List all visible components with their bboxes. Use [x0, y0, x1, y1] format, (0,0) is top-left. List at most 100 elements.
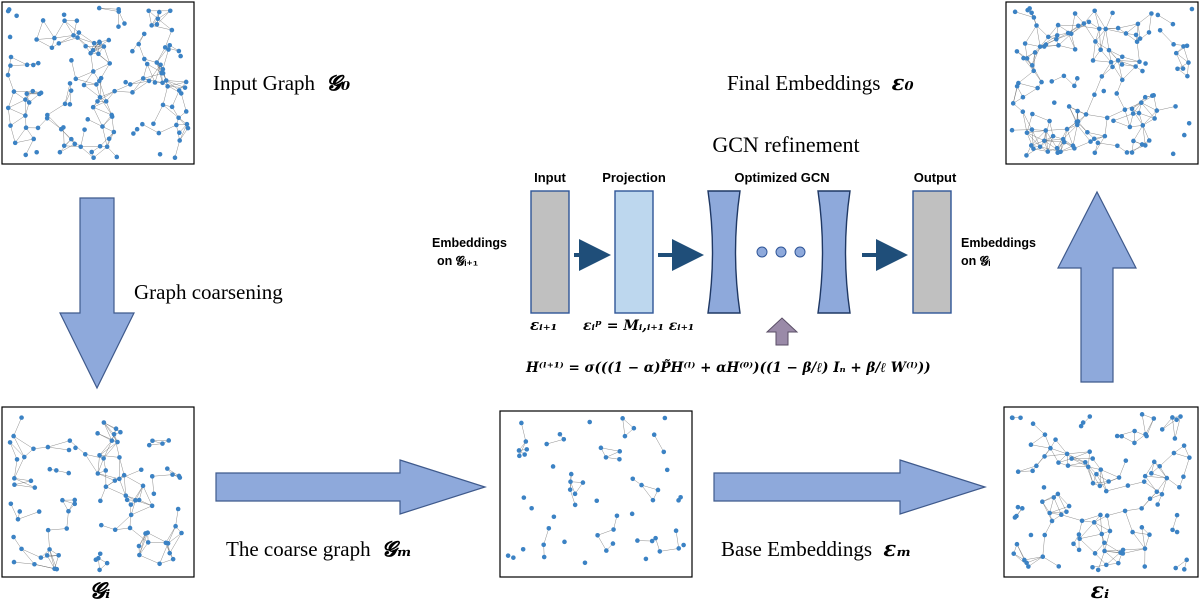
- graph-node: [82, 127, 87, 132]
- graph-node: [1106, 47, 1112, 53]
- graph-node: [1170, 415, 1175, 420]
- graph-node: [1173, 565, 1179, 571]
- graph-node: [1042, 532, 1048, 538]
- graph-node: [116, 6, 121, 12]
- graph-node: [133, 498, 138, 503]
- graph-node: [1189, 6, 1195, 12]
- graph-node: [1028, 442, 1034, 448]
- graph-node: [121, 472, 127, 478]
- graph-node: [1123, 31, 1129, 36]
- graph-node: [1055, 491, 1061, 497]
- graph-node: [136, 41, 142, 47]
- graph-node: [1090, 564, 1095, 570]
- graph-node: [1009, 127, 1015, 133]
- graph-node: [66, 508, 71, 514]
- graph-node: [56, 41, 62, 46]
- graph-node: [45, 112, 50, 118]
- graph-node: [91, 155, 96, 161]
- graph-node: [1140, 68, 1145, 74]
- graph-node: [676, 498, 681, 503]
- graph-node: [146, 442, 152, 448]
- graph-node: [52, 35, 57, 41]
- graph-node: [519, 420, 524, 426]
- graph-node: [7, 34, 13, 40]
- final-embeddings-label: Final Embeddings ε₀: [727, 70, 914, 95]
- graph-node: [1115, 58, 1121, 63]
- graph-node: [128, 512, 134, 518]
- ellipsis-dot-3: [794, 246, 806, 258]
- graph-node: [136, 497, 142, 503]
- graph-node: [1043, 42, 1049, 47]
- graph-node: [183, 109, 189, 114]
- graph-node: [650, 497, 656, 503]
- graph-node: [1065, 463, 1071, 468]
- graph-node: [145, 540, 151, 545]
- graph-node: [1025, 7, 1030, 13]
- graph-node: [1076, 532, 1082, 537]
- graph-node: [123, 79, 128, 85]
- graph-node: [183, 79, 189, 85]
- output-embedding-block: [912, 190, 952, 314]
- graph-node: [1092, 8, 1097, 14]
- graph-node: [568, 479, 573, 485]
- graph-node: [11, 534, 16, 540]
- graph-node: [124, 497, 130, 503]
- graph-node: [1010, 415, 1015, 421]
- graph-node: [1072, 83, 1077, 89]
- graph-node: [101, 44, 107, 49]
- graph-node: [38, 90, 44, 96]
- graph-node: [651, 432, 657, 438]
- ellipsis-dot-1: [756, 246, 768, 258]
- graph-node: [158, 62, 163, 68]
- graph-node: [1181, 474, 1186, 480]
- graph-node: [115, 439, 120, 445]
- graph-node: [1080, 420, 1086, 425]
- graph-node: [109, 438, 115, 443]
- base-embeddings-label: Base Embeddings εₘ: [721, 536, 911, 561]
- g-i-label: 𝓖ᵢ: [90, 578, 111, 601]
- graph-node: [116, 24, 121, 29]
- graph-node: [26, 100, 32, 105]
- graph-node: [23, 113, 28, 118]
- graph-node: [1178, 414, 1183, 419]
- graph-node: [17, 509, 23, 514]
- projection-block: [614, 190, 654, 314]
- graph-node: [673, 528, 679, 534]
- graph-node: [1186, 120, 1192, 126]
- graph-node: [140, 483, 146, 489]
- graph-node: [165, 84, 170, 89]
- graph-node: [1104, 513, 1110, 518]
- graph-node: [1170, 21, 1176, 27]
- coarse-graph-label: The coarse graph 𝓖ₘ: [226, 536, 412, 561]
- graph-node: [1028, 532, 1034, 538]
- right-arrow-to-base: [713, 459, 987, 515]
- graph-node: [1015, 469, 1021, 475]
- graph-node: [1091, 136, 1097, 142]
- graph-node: [1010, 101, 1016, 106]
- graph-node: [1072, 47, 1078, 52]
- optimized-gcn-label: Optimized GCN: [734, 170, 829, 185]
- ellipsis-dot-2: [775, 246, 787, 258]
- graph-node: [1090, 456, 1095, 461]
- graph-node: [169, 27, 175, 33]
- graph-node: [34, 149, 39, 155]
- graph-node: [101, 420, 107, 425]
- graph-nodes: [505, 415, 686, 566]
- graph-node: [47, 466, 53, 472]
- graph-node: [1090, 481, 1096, 486]
- graph-node: [1122, 107, 1128, 113]
- graph-node: [1181, 443, 1187, 448]
- graph-node: [1064, 509, 1069, 515]
- graph-node: [162, 45, 168, 50]
- graph-node: [1119, 54, 1125, 60]
- graph-node: [1014, 83, 1020, 89]
- graph-node: [6, 7, 12, 12]
- graph-node: [67, 81, 73, 86]
- graph-node: [541, 554, 547, 560]
- graph-node: [31, 446, 36, 452]
- graph-node: [66, 447, 72, 453]
- graph-node: [11, 89, 17, 94]
- graph-node: [550, 464, 556, 469]
- input-stage-label: Input: [534, 170, 566, 185]
- graph-node: [546, 525, 552, 531]
